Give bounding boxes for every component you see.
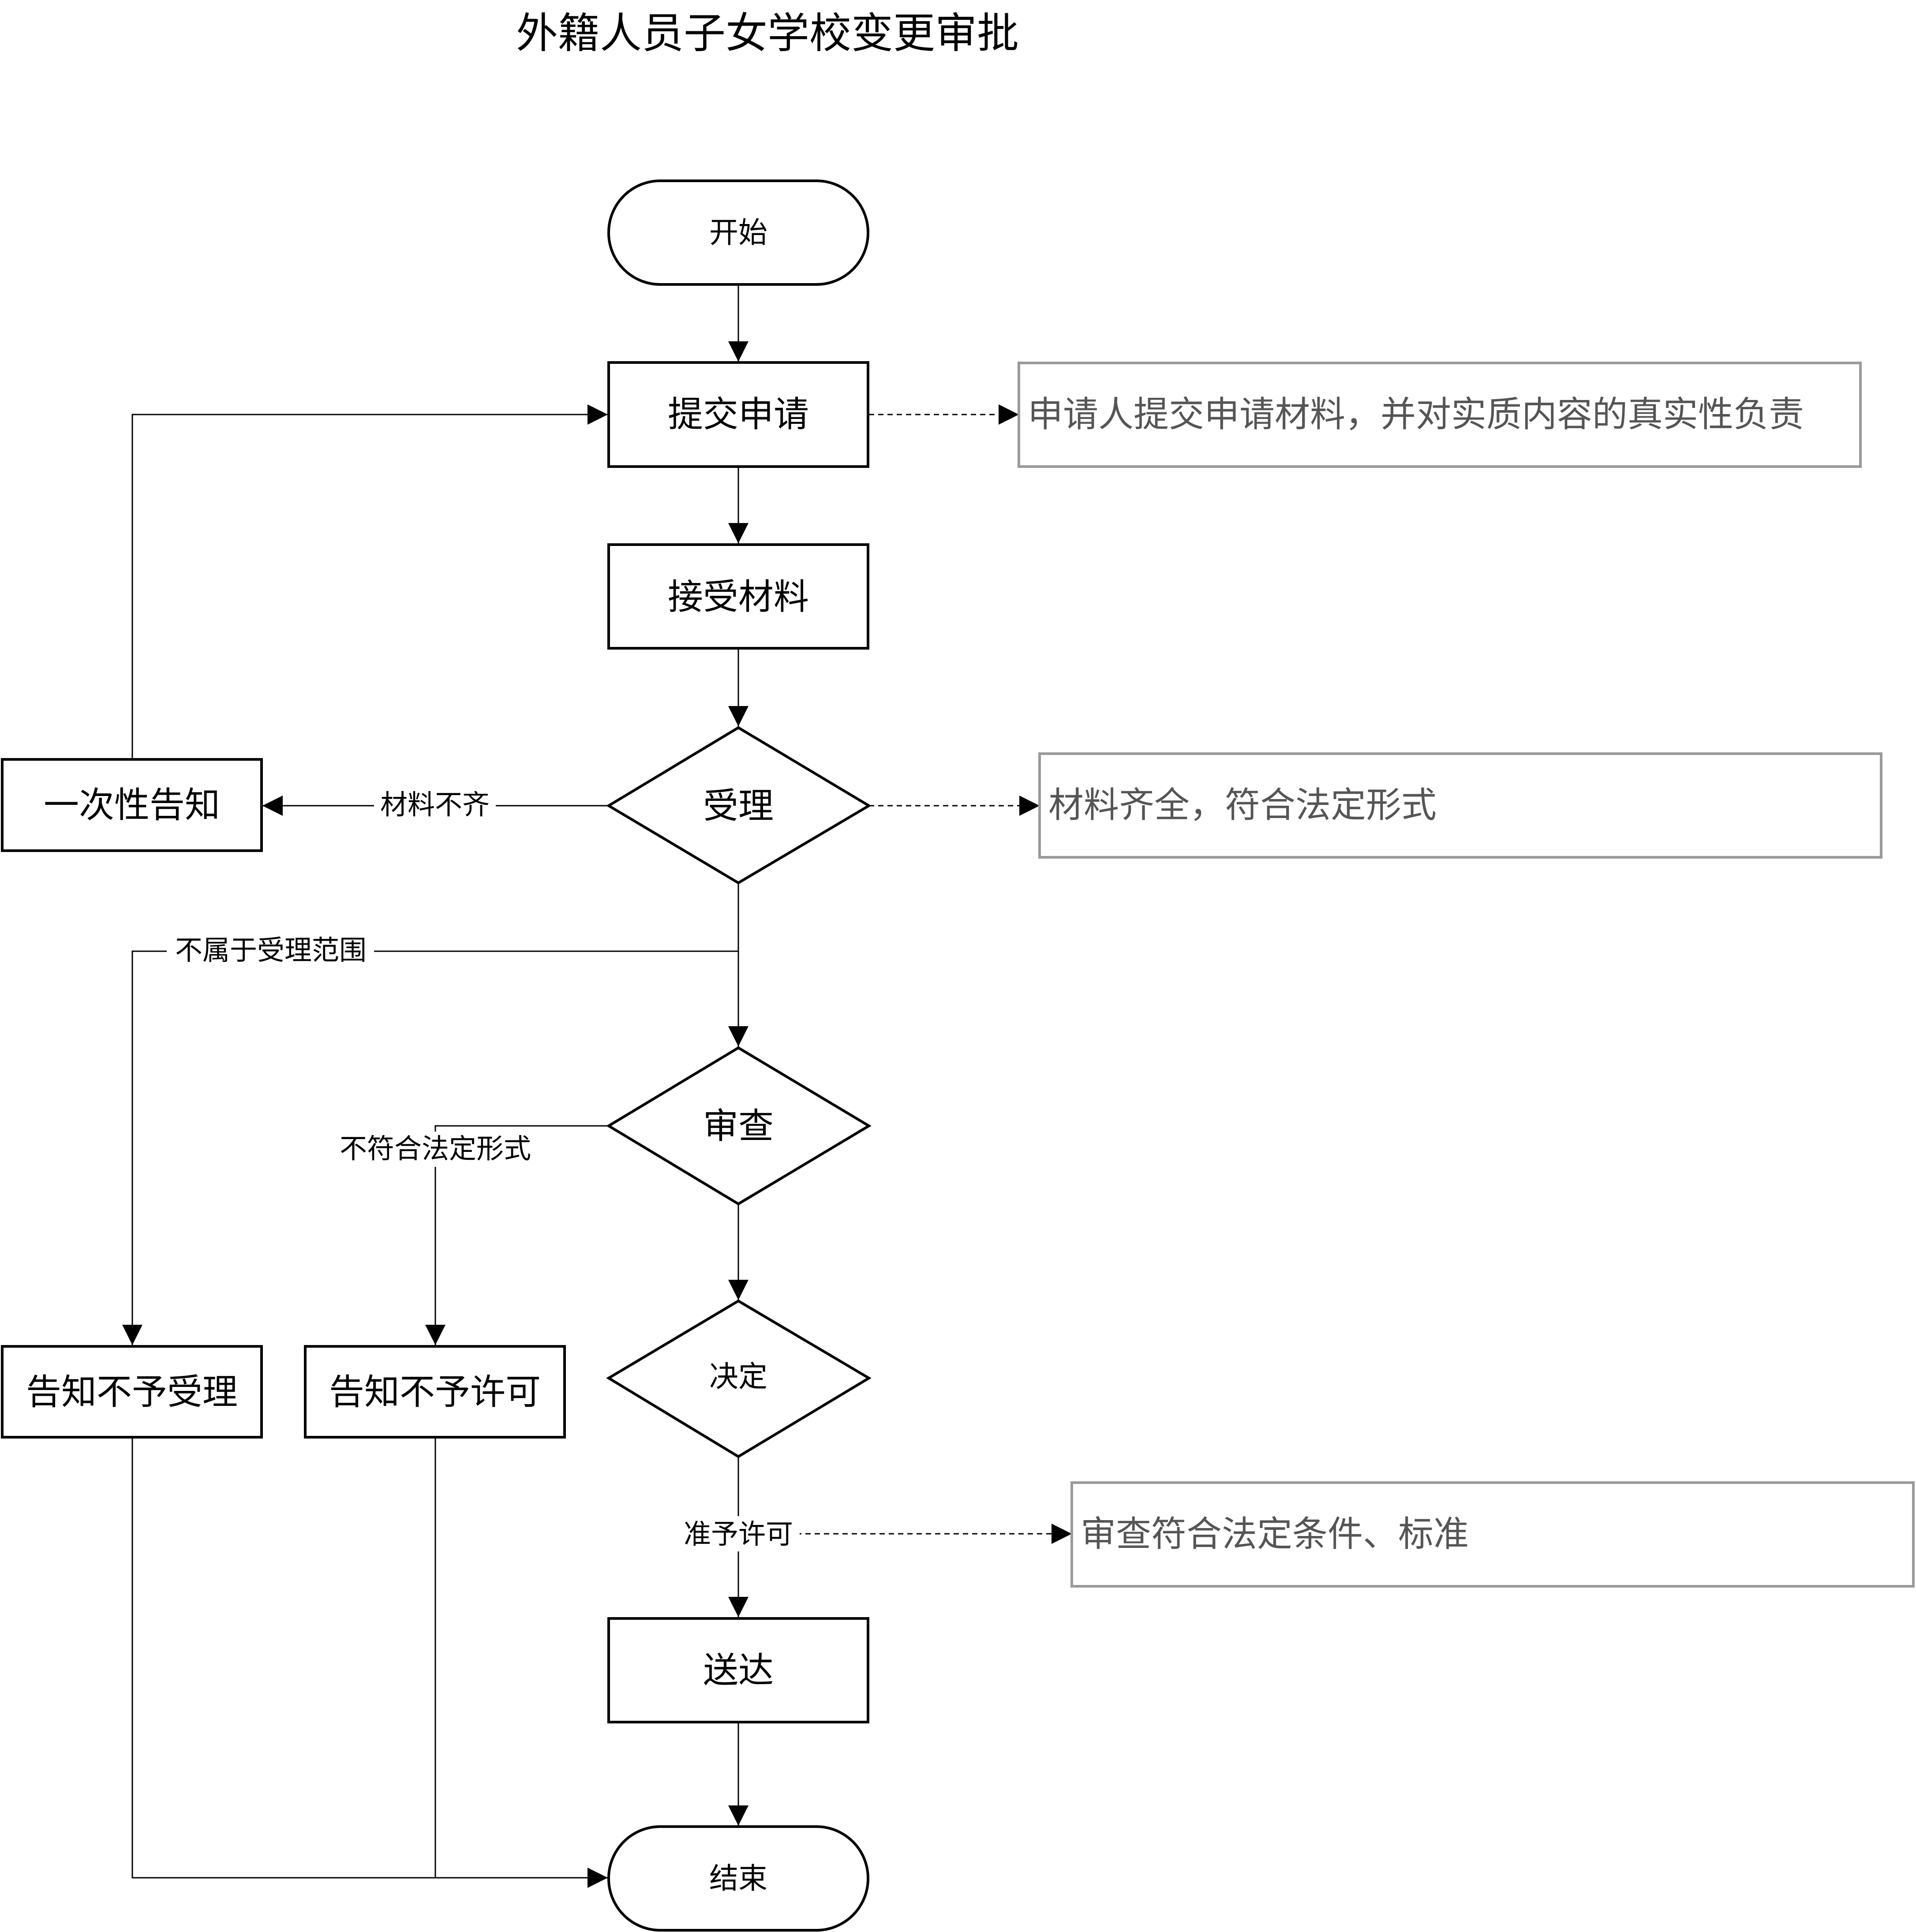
node-reject-accept-label: 告知不予受理 — [26, 1371, 238, 1413]
node-accept: 受理 — [606, 726, 872, 885]
edge-notify-once-submit — [131, 404, 608, 759]
edge-label-approve: 准予许可 — [684, 1518, 793, 1550]
note-submit: 申请人提交申请材料，并对实质内容的真实性负责 — [1018, 362, 1862, 468]
node-deliver-label: 送达 — [703, 1650, 774, 1691]
label-bg-not-legal-form — [331, 1132, 541, 1167]
node-start: 开始 — [607, 179, 869, 286]
node-review: 审查 — [606, 1046, 872, 1206]
note-submit-text: 申请人提交申请材料，并对实质内容的真实性负责 — [1028, 394, 1804, 435]
node-start-label: 开始 — [709, 216, 767, 250]
node-review-label: 审查 — [703, 1106, 774, 1147]
label-bg-out-of-scope — [167, 934, 374, 969]
node-decide: 决定 — [606, 1299, 872, 1458]
note-approve-text: 审查符合法定条件、标准 — [1081, 1513, 1469, 1555]
node-reject-permit-label: 告知不予许可 — [329, 1371, 541, 1413]
node-submit: 提交申请 — [607, 361, 869, 468]
node-reject-accept: 告知不予受理 — [1, 1345, 263, 1439]
node-reject-permit: 告知不予许可 — [304, 1345, 566, 1439]
edge-review-reject-permit — [425, 1125, 609, 1345]
node-decide-label: 决定 — [709, 1360, 767, 1394]
diagram-title: 外籍人员子女学校变更审批 — [516, 9, 1019, 58]
node-notify-once-label: 一次性告知 — [44, 785, 220, 826]
node-submit-label: 提交申请 — [668, 394, 809, 435]
edge-label-incomplete: 材料不齐 — [380, 788, 490, 821]
edge-label-not-legal-form: 不符合法定形式 — [340, 1132, 531, 1165]
edge-accept-reject-accept — [122, 950, 738, 1345]
node-accept-label: 受理 — [703, 785, 774, 826]
label-bg-incomplete — [374, 787, 496, 822]
node-deliver: 送达 — [607, 1617, 869, 1723]
node-receive: 接受材料 — [607, 543, 869, 650]
edge-label-out-of-scope: 不属于受理范围 — [175, 934, 367, 966]
edge-reject-accept-end — [131, 1437, 608, 1888]
note-accept-text: 材料齐全，符合法定形式 — [1048, 785, 1437, 826]
node-notify-once: 一次性告知 — [1, 758, 263, 852]
label-bg-approve — [677, 1516, 800, 1551]
node-end: 结束 — [607, 1825, 869, 1932]
node-end-label: 结束 — [709, 1861, 767, 1895]
note-approve: 审查符合法定条件、标准 — [1070, 1481, 1915, 1588]
note-accept: 材料齐全，符合法定形式 — [1038, 752, 1882, 859]
node-receive-label: 接受材料 — [668, 576, 809, 617]
